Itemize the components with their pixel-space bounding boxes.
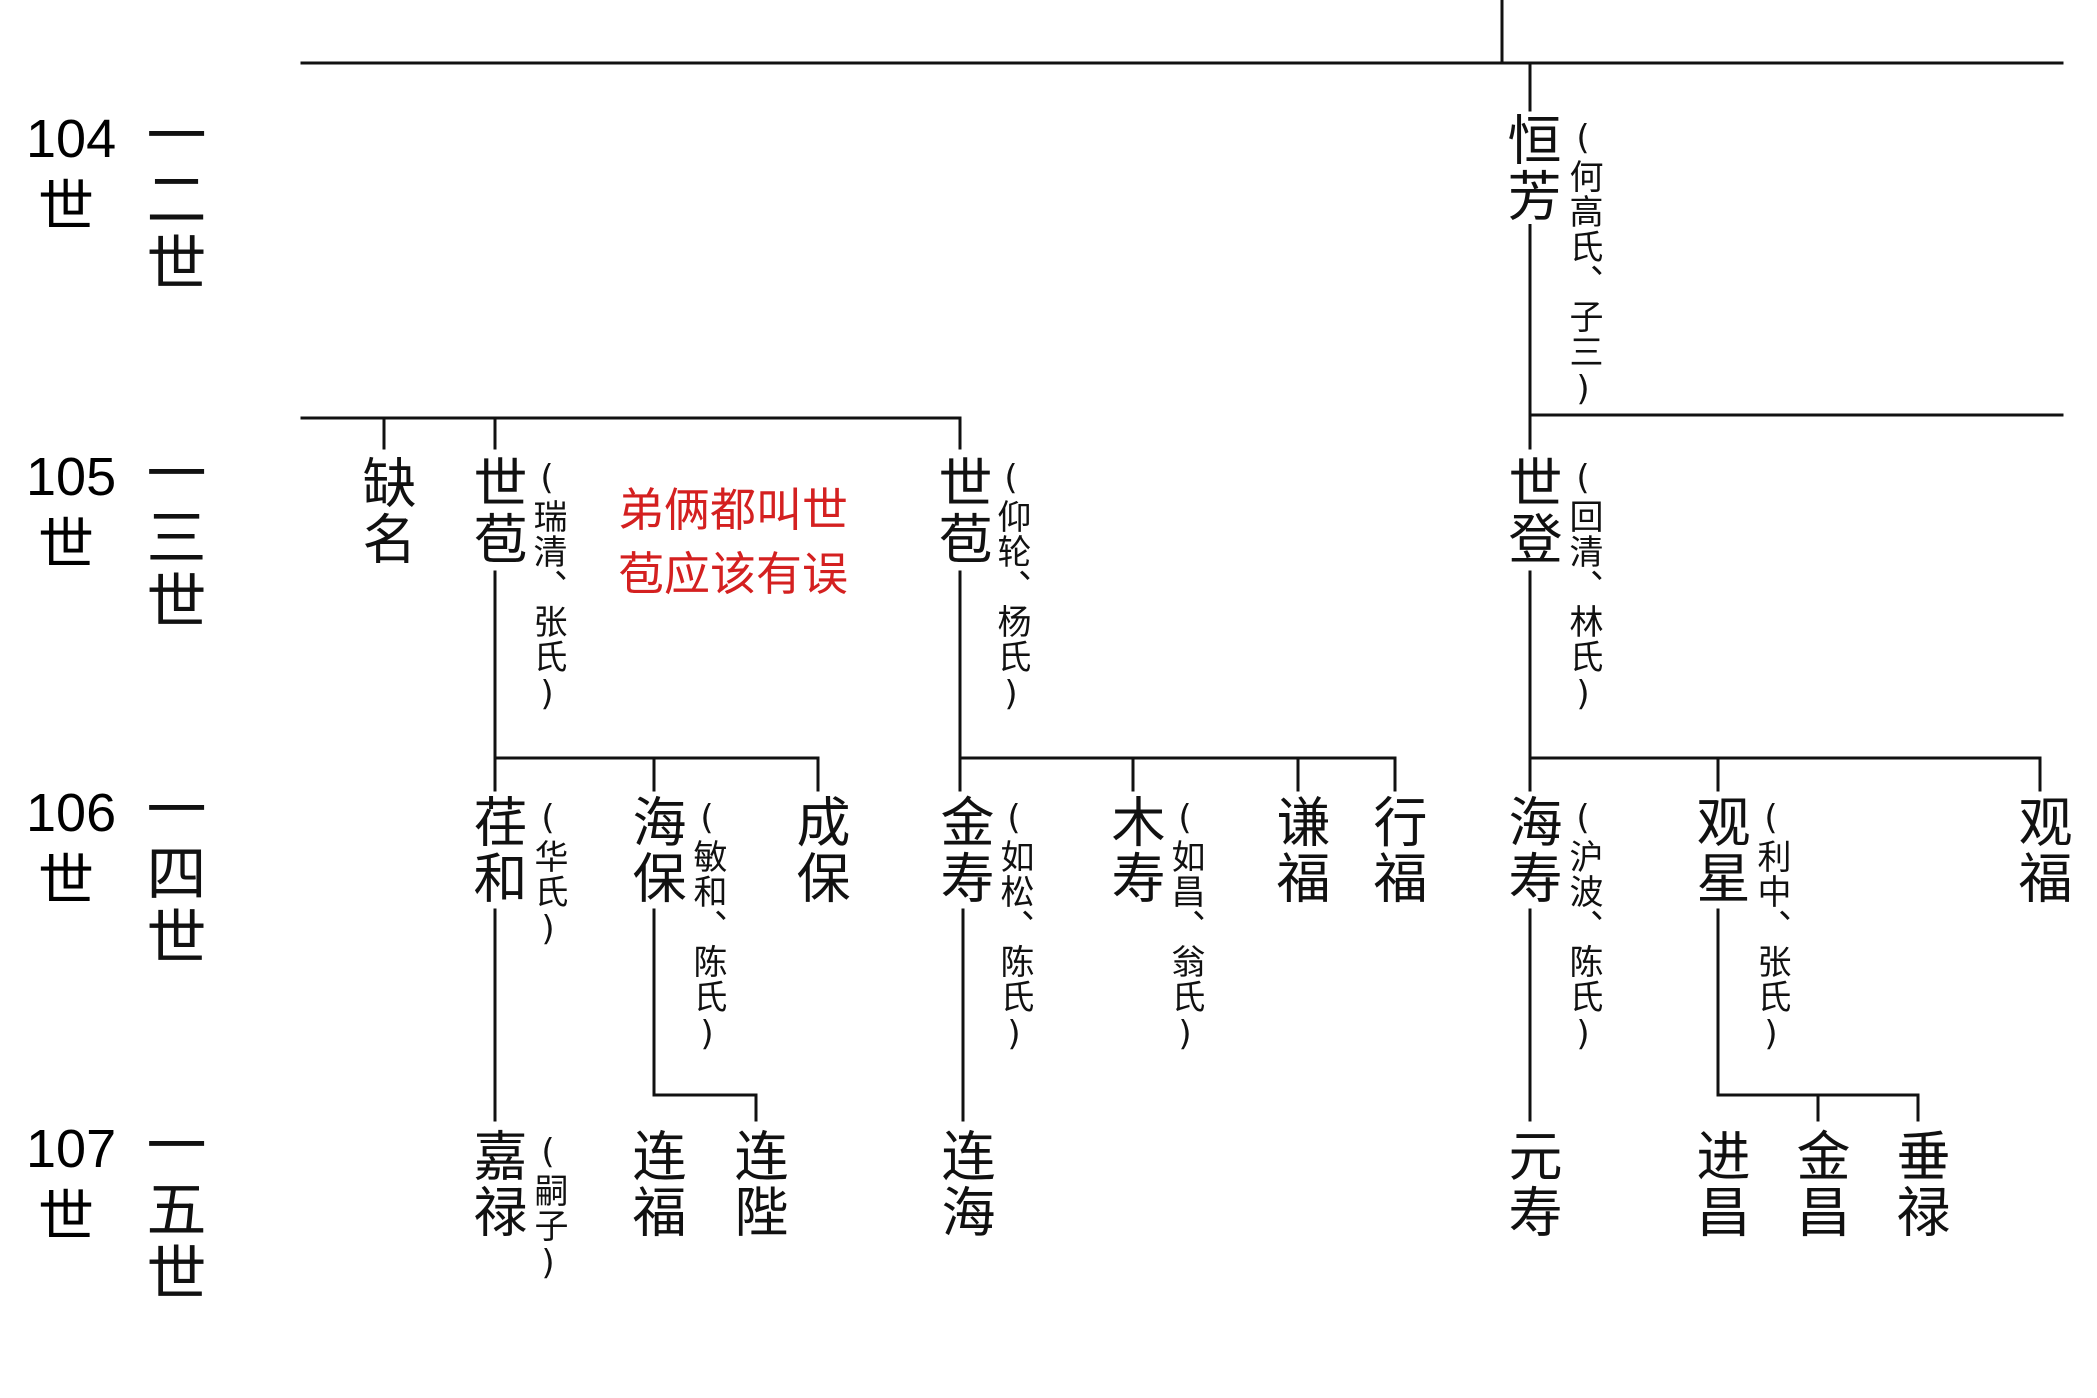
member-name-renhe: 荏和 [464,794,527,906]
error-annotation: 弟俩都叫世 苞应该有误 [618,483,848,601]
member-note-haibao: (敏和、陈氏) [687,798,727,1055]
member-name-shipa1: 世苞 [464,455,527,567]
generation-number: 105 [26,447,117,507]
member-name-mushou: 木寿 [1102,794,1165,906]
member-name-lianfu: 连福 [623,1128,686,1240]
generation-suffix: 世 [38,1185,94,1250]
relative-generation: 一五世 [136,1114,206,1306]
generation-suffix: 世 [38,175,94,240]
member-note-jinshou: (如松、陈氏) [994,798,1034,1055]
relative-generation: 一二世 [136,104,206,296]
member-name-hengfang: 恒芳 [1498,112,1561,224]
member-note-renhe: (华氏) [528,798,568,950]
generation-suffix: 世 [38,513,94,578]
generation-number: 106 [26,783,117,843]
member-name-lianhai: 连海 [932,1128,995,1240]
member-name-shideng: 世登 [1499,455,1562,567]
member-name-xingfu: 行福 [1364,794,1427,906]
member-name-yuanshou: 元寿 [1499,1128,1562,1240]
member-name-jinchang1: 进昌 [1687,1128,1750,1240]
generation-number: 104 [26,109,117,169]
member-note-shideng: (回清、林氏) [1563,458,1603,715]
member-name-guanxing: 观星 [1687,794,1750,906]
member-note-shipa1: (瑞清、张氏) [527,458,567,715]
member-name-lianbi: 连陛 [725,1128,788,1240]
relative-generation: 一四世 [136,778,206,970]
member-note-guanxing: (利中、张氏) [1751,798,1791,1055]
member-name-shipa2: 世苞 [929,455,992,567]
member-name-jinshou: 金寿 [931,794,994,906]
member-name-chuilu: 垂禄 [1887,1128,1950,1240]
member-name-guanfu: 观福 [2009,794,2072,906]
generation-suffix: 世 [38,849,94,914]
relative-generation: 一三世 [136,442,206,634]
member-name-haibao: 海保 [623,794,686,906]
member-note-haishou: (沪波、陈氏) [1563,798,1603,1055]
member-note-jialu: (嗣子) [528,1132,568,1284]
member-note-shipa2: (仰轮、杨氏) [991,458,1031,715]
member-note-hengfang: (何高氏、子三) [1563,118,1603,410]
member-name-qianfu: 谦福 [1267,794,1330,906]
member-note-mushou: (如昌、翁氏) [1165,798,1205,1055]
member-name-chengbao: 成保 [787,794,850,906]
member-name-jinchang2: 金昌 [1787,1128,1850,1240]
member-name-haishou: 海寿 [1499,794,1562,906]
member-name-jialu: 嘉禄 [464,1128,527,1240]
generation-number: 107 [26,1119,117,1179]
member-name-queming: 缺名 [353,455,416,567]
